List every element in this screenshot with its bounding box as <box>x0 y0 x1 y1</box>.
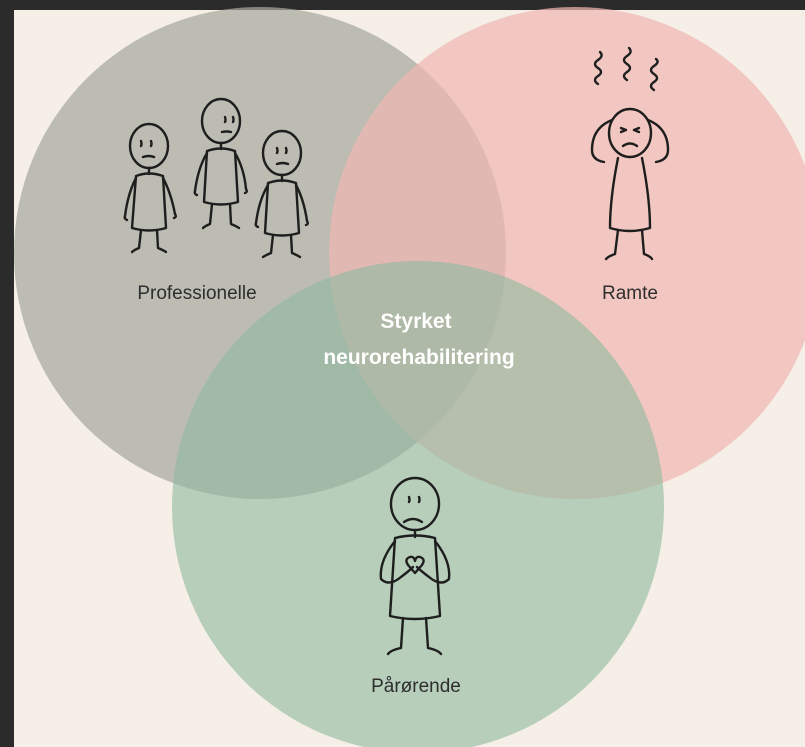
worried-person-icon <box>379 476 451 656</box>
person-middle-icon <box>193 97 248 230</box>
person-right-icon <box>254 129 309 259</box>
center-label-line2: neurorehabilitering <box>323 346 514 369</box>
three-people-icon <box>123 97 309 259</box>
center-label-line1: Styrket <box>380 310 451 333</box>
circles-group <box>14 7 805 747</box>
label-parorende: Pårørende <box>371 676 461 697</box>
label-ramte: Ramte <box>602 283 658 304</box>
label-professionelle: Professionelle <box>137 283 256 304</box>
person-left-icon <box>123 122 177 254</box>
distressed-person-icon <box>590 46 670 261</box>
circle-parorende <box>172 261 664 747</box>
